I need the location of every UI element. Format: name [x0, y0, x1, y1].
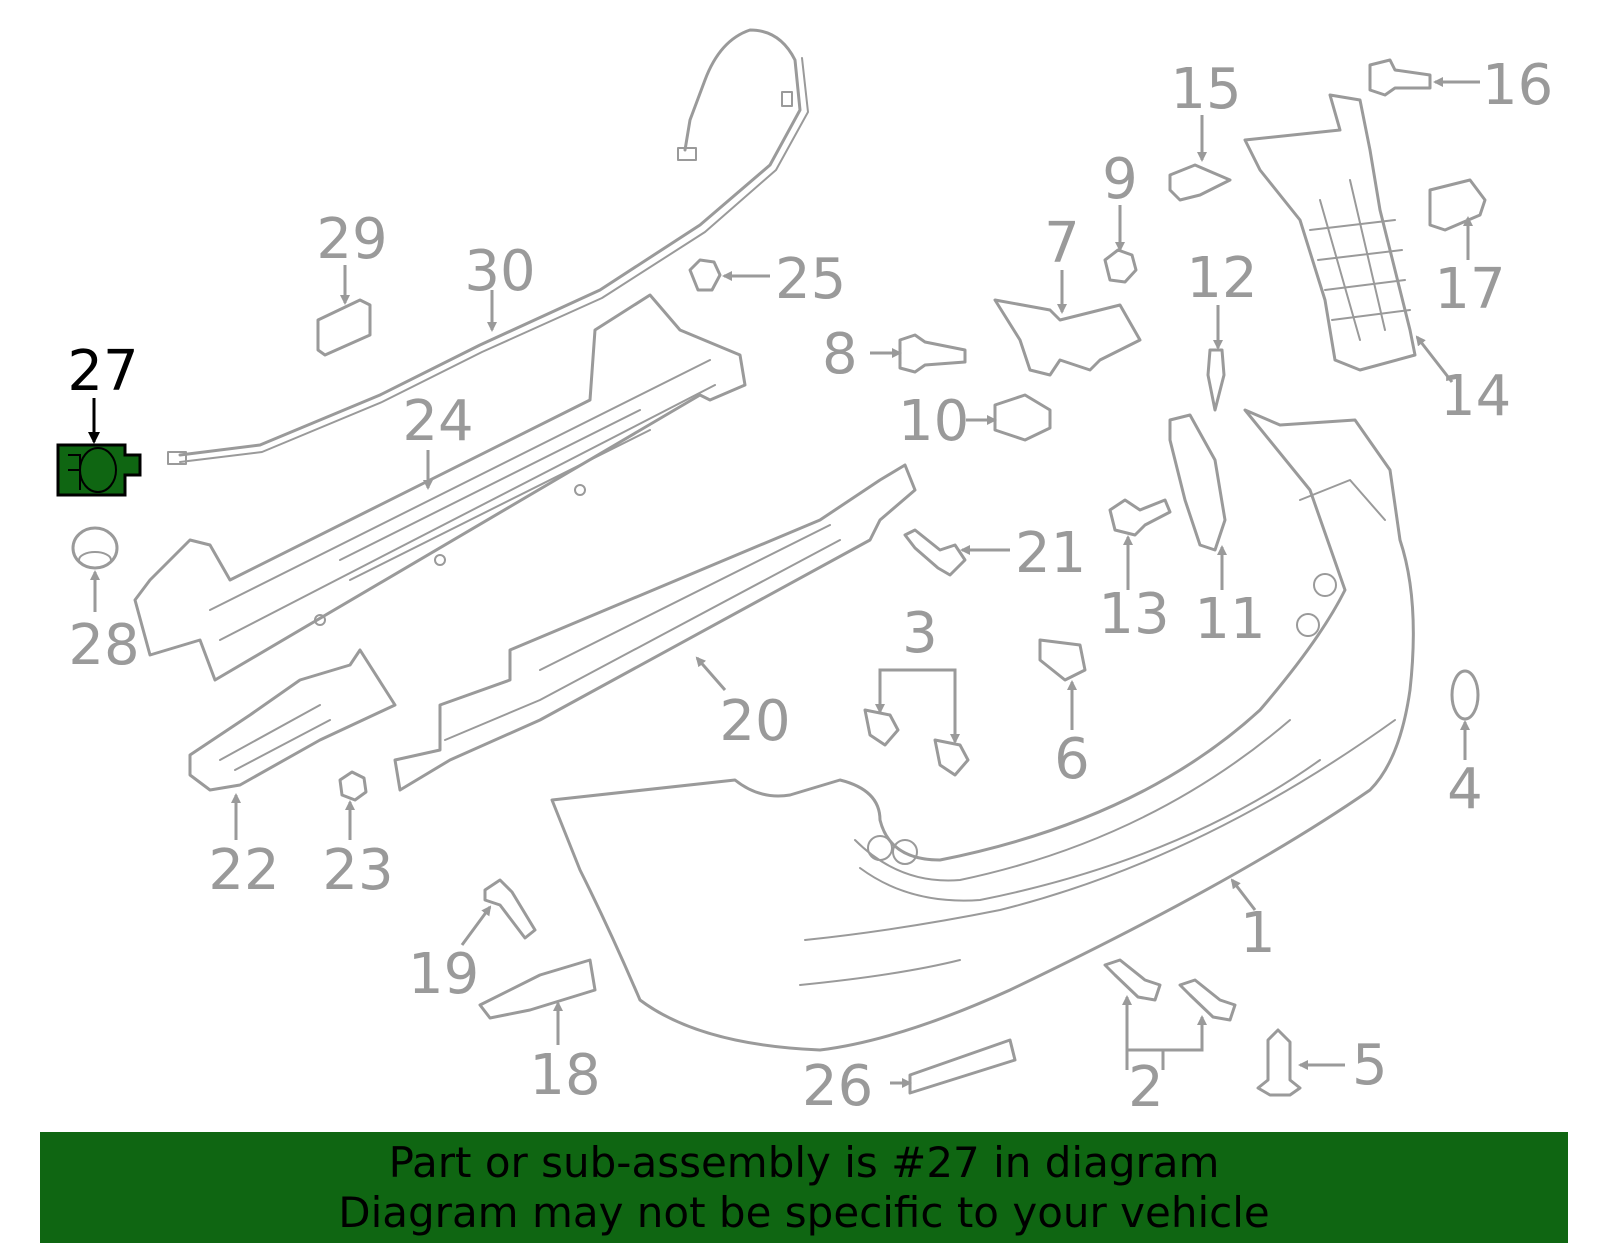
callout-24: 24 [402, 389, 473, 454]
callout-28: 28 [68, 613, 139, 678]
leader-lines [88, 77, 1480, 1088]
callout-5: 5 [1352, 1033, 1388, 1098]
callout-11: 11 [1194, 587, 1265, 652]
callout-8: 8 [822, 322, 858, 387]
bracket-part-14 [1243, 93, 1417, 372]
callout-16: 16 [1482, 53, 1553, 118]
reinforcement-beam-part-24 [133, 293, 747, 682]
callout-10: 10 [898, 389, 969, 454]
bumper-cover-part-1 [550, 408, 1415, 1052]
callout-17: 17 [1434, 257, 1505, 322]
small-parts [71, 58, 1487, 1097]
banner-line-2: Diagram may not be specific to your vehi… [338, 1187, 1270, 1237]
callout-29: 29 [316, 207, 387, 272]
callout-1: 1 [1240, 901, 1276, 966]
callout-6: 6 [1054, 727, 1090, 792]
callout-7: 7 [1044, 211, 1080, 276]
callout-2: 2 [1128, 1055, 1164, 1120]
callout-18: 18 [529, 1043, 600, 1108]
callout-4: 4 [1447, 757, 1483, 822]
callout-14: 14 [1440, 364, 1511, 429]
banner-line-1: Part or sub-assembly is #27 in diagram [388, 1137, 1220, 1187]
parking-sensor-part-27-highlighted [56, 443, 142, 497]
callout-25: 25 [775, 247, 846, 312]
callout-numbers: 1 2 3 4 5 6 7 8 9 10 11 12 13 14 15 16 1… [67, 53, 1553, 1120]
callout-23: 23 [322, 838, 393, 903]
bracket-part-22 [188, 648, 397, 792]
wiring-harness-part-30 [167, 28, 809, 465]
callout-12: 12 [1186, 246, 1257, 311]
callout-22: 22 [208, 838, 279, 903]
callout-26: 26 [802, 1054, 873, 1119]
callout-9: 9 [1102, 147, 1138, 212]
callout-13: 13 [1098, 582, 1169, 647]
callout-3: 3 [902, 601, 938, 666]
info-banner: Part or sub-assembly is #27 in diagram D… [40, 1132, 1568, 1243]
callout-21: 21 [1015, 521, 1086, 586]
absorber-part-20 [393, 463, 917, 792]
callout-15: 15 [1170, 57, 1241, 122]
callout-27-highlighted: 27 [67, 339, 138, 404]
callout-30: 30 [464, 239, 535, 304]
callout-19: 19 [408, 942, 479, 1007]
callout-20: 20 [719, 689, 790, 754]
